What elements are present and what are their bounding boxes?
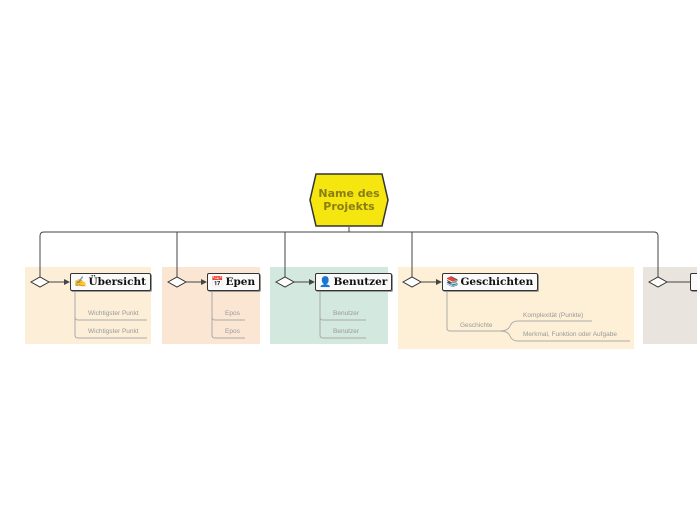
collapse-toggle-partial[interactable] bbox=[648, 276, 668, 288]
calendar-icon: 📅 bbox=[211, 276, 224, 288]
collapse-toggle-epen[interactable] bbox=[167, 276, 187, 288]
topic-uebersicht[interactable]: ✍ Übersicht bbox=[70, 273, 151, 291]
root-topic[interactable]: Name des Projekts bbox=[309, 173, 389, 227]
topic-partial[interactable] bbox=[690, 273, 697, 291]
topic-label: Geschichten bbox=[460, 276, 534, 288]
topic-label: Epen bbox=[225, 276, 256, 288]
subtopic-epos-2[interactable]: Epos bbox=[225, 328, 240, 335]
collapse-toggle-benutzer[interactable] bbox=[275, 276, 295, 288]
subtopic-epos-1[interactable]: Epos bbox=[225, 310, 240, 317]
topic-geschichten[interactable]: 📚 Geschichten bbox=[442, 273, 539, 291]
topic-label: Übersicht bbox=[88, 276, 146, 288]
topic-epen[interactable]: 📅 Epen bbox=[207, 273, 261, 291]
topic-label: Benutzer bbox=[333, 276, 388, 288]
collapse-toggle-geschichten[interactable] bbox=[402, 276, 422, 288]
collapse-toggle-uebersicht[interactable] bbox=[30, 276, 50, 288]
root-hexagon-shape bbox=[309, 173, 389, 227]
subtopic-komplexitaet[interactable]: Komplexität (Punkte) bbox=[523, 312, 584, 319]
root-title: Name des Projekts bbox=[318, 187, 380, 213]
books-icon: 📚 bbox=[446, 276, 459, 288]
subtopic-benutzer-2[interactable]: Benutzer bbox=[333, 328, 360, 335]
subtopic-merkmal[interactable]: Merkmal, Funktion oder Aufgabe bbox=[523, 331, 617, 338]
writing-hand-icon: ✍ bbox=[74, 276, 87, 288]
subtopic-geschichte[interactable]: Geschichte bbox=[460, 322, 493, 329]
subtopic-wichtigster-punkt-1[interactable]: Wichtigster Punkt bbox=[88, 310, 139, 317]
subtopic-wichtigster-punkt-2[interactable]: Wichtigster Punkt bbox=[88, 328, 139, 335]
subtopic-benutzer-1[interactable]: Benutzer bbox=[333, 310, 360, 317]
topic-benutzer[interactable]: 👤 Benutzer bbox=[315, 273, 393, 291]
user-icon: 👤 bbox=[319, 276, 332, 288]
